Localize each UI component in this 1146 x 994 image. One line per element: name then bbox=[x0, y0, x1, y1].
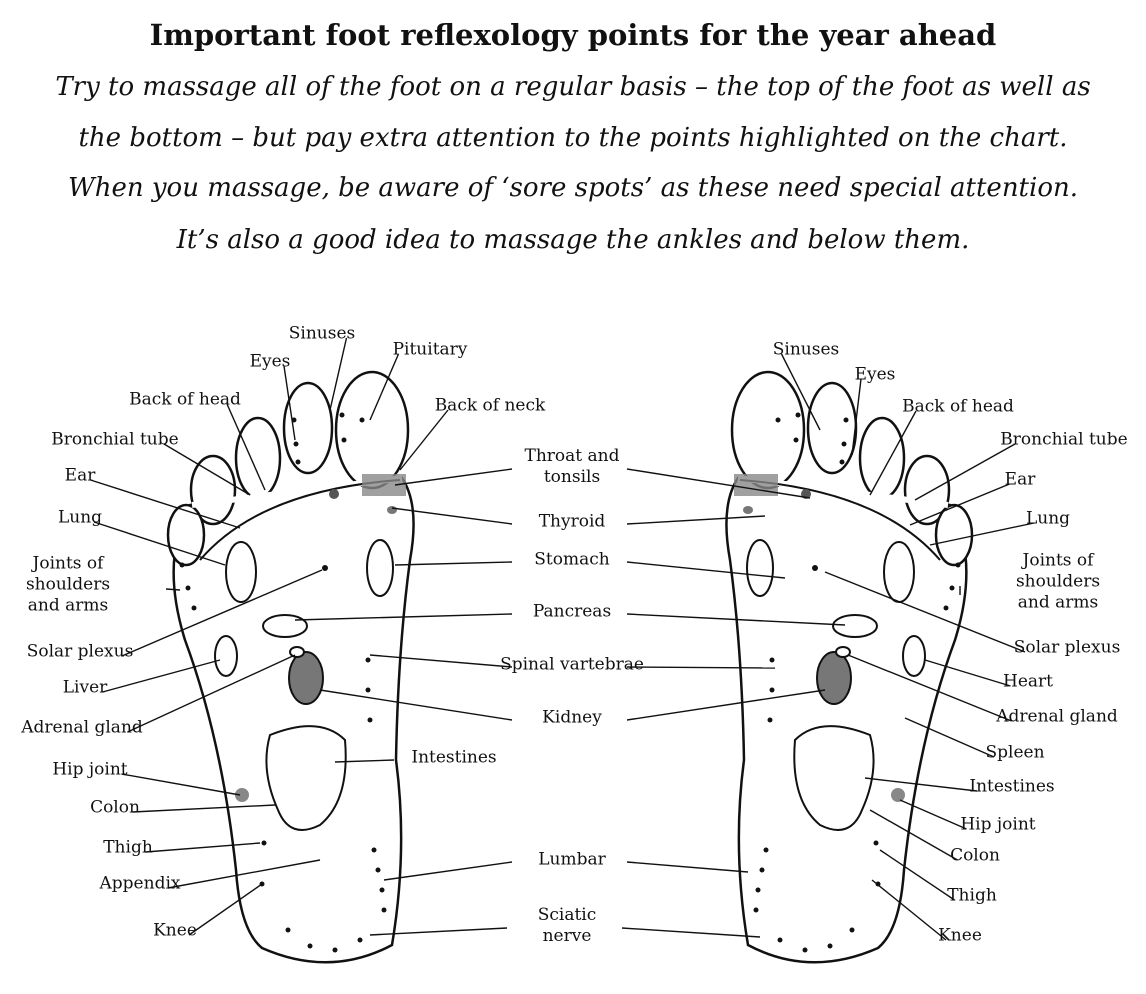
leader-line bbox=[391, 507, 513, 525]
leader-line bbox=[163, 443, 251, 496]
leader-line bbox=[102, 659, 221, 693]
leader-line bbox=[626, 515, 766, 525]
leader-line bbox=[369, 353, 400, 421]
intro-line: It’s also a good idea to massage the ank… bbox=[176, 225, 970, 255]
right-label-solar-plexus: Solar plexus bbox=[1013, 637, 1121, 658]
leader-line bbox=[399, 409, 449, 471]
left-label-colon: Colon bbox=[90, 797, 140, 818]
leader-line bbox=[864, 777, 978, 792]
right-label-adrenal-gland: Adrenal gland bbox=[996, 706, 1118, 727]
leader-line bbox=[929, 522, 1035, 546]
leader-line bbox=[780, 353, 821, 431]
leader-line bbox=[93, 521, 226, 566]
center-label-spinal-vartebrae: Spinal vartebrae bbox=[500, 654, 644, 675]
right-label-hip-joint: Hip joint bbox=[960, 814, 1036, 835]
left-label-bronchial-tube: Bronchial tube bbox=[51, 429, 179, 450]
leader-line bbox=[394, 468, 513, 486]
leader-line bbox=[226, 403, 266, 491]
leader-line bbox=[626, 613, 846, 626]
leader-line bbox=[871, 879, 947, 941]
left-label-back-of-head: Back of head bbox=[129, 389, 241, 410]
intro-line: Try to massage all of the foot on a regu… bbox=[55, 72, 1091, 102]
leader-line bbox=[369, 927, 508, 936]
left-label-sinuses: Sinuses bbox=[288, 323, 356, 344]
page-title: Important foot reflexology points for th… bbox=[149, 18, 997, 52]
right-label-intestines: Intestines bbox=[969, 776, 1055, 797]
left-foot bbox=[168, 372, 414, 962]
leader-line bbox=[626, 689, 826, 721]
center-label-intestines: Intestines bbox=[411, 747, 497, 768]
center-label-kidney: Kidney bbox=[542, 707, 602, 728]
left-label-eyes: Eyes bbox=[249, 351, 291, 372]
leader-line bbox=[127, 654, 296, 733]
leader-line bbox=[824, 571, 1026, 653]
leader-line bbox=[909, 483, 1010, 526]
leader-line bbox=[626, 561, 786, 579]
leader-line bbox=[329, 337, 348, 411]
leader-line bbox=[904, 717, 995, 758]
left-label-liver: Liver bbox=[62, 677, 108, 698]
left-label-back-of-neck: Back of neck bbox=[434, 395, 546, 416]
leader-line bbox=[621, 927, 761, 938]
center-label-pancreas: Pancreas bbox=[532, 601, 612, 622]
leader-line bbox=[924, 659, 1011, 687]
right-foot bbox=[726, 372, 972, 962]
right-label-knee: Knee bbox=[938, 925, 982, 946]
leader-line bbox=[879, 849, 955, 901]
right-label-eyes: Eyes bbox=[854, 364, 896, 385]
right-label-heart: Heart bbox=[1003, 671, 1053, 692]
leader-line bbox=[132, 804, 276, 813]
center-label-thyroid: Thyroid bbox=[538, 511, 606, 532]
leader-line bbox=[626, 468, 811, 499]
right-label-spleen: Spleen bbox=[985, 742, 1045, 763]
right-label-lung: Lung bbox=[1025, 508, 1071, 529]
leader-line bbox=[167, 859, 321, 889]
center-label-lumbar: Lumbar bbox=[538, 849, 606, 870]
left-label-ear: Ear bbox=[64, 465, 96, 486]
leader-line bbox=[626, 861, 749, 873]
left-label-solar-plexus: Solar plexus bbox=[26, 641, 134, 662]
leader-line bbox=[121, 773, 241, 796]
right-label-ear: Ear bbox=[1004, 469, 1036, 490]
leader-line bbox=[914, 443, 1016, 501]
left-label-pituitary: Pituitary bbox=[392, 339, 468, 360]
right-label-bronchial-tube: Bronchial tube bbox=[1000, 429, 1128, 450]
left-label-thigh: Thigh bbox=[103, 837, 153, 858]
leader-line bbox=[294, 613, 513, 621]
right-label-back-of-head: Back of head bbox=[902, 396, 1014, 417]
leader-line bbox=[121, 569, 323, 657]
center-label-stomach: Stomach bbox=[534, 549, 610, 570]
leader-line bbox=[319, 689, 513, 721]
left-label-appendix: Appendix bbox=[99, 873, 181, 894]
left-label-lung: Lung bbox=[57, 507, 103, 528]
leader-line bbox=[626, 666, 776, 669]
leader-line bbox=[165, 588, 181, 591]
intro-line: When you massage, be aware of ‘sore spot… bbox=[68, 173, 1078, 203]
leader-line bbox=[90, 479, 241, 529]
leader-line bbox=[145, 842, 261, 853]
leader-line bbox=[869, 809, 958, 861]
intro-line: the bottom – but pay extra attention to … bbox=[78, 123, 1068, 153]
leader-line bbox=[369, 654, 513, 668]
leader-line bbox=[899, 799, 967, 830]
leader-line bbox=[283, 365, 296, 441]
leader-line bbox=[334, 759, 395, 763]
leader-line bbox=[188, 883, 263, 936]
right-label-sinuses: Sinuses bbox=[772, 339, 840, 360]
leader-line bbox=[869, 410, 917, 496]
left-label-hip-joint: Hip joint bbox=[52, 759, 128, 780]
right-label-thigh: Thigh bbox=[947, 885, 997, 906]
leader-line bbox=[851, 378, 862, 456]
left-label-adrenal-gland: Adrenal gland bbox=[21, 717, 143, 738]
leader-line bbox=[394, 561, 513, 566]
right-label-colon: Colon bbox=[950, 845, 1000, 866]
leader-line bbox=[383, 861, 513, 881]
leader-line bbox=[847, 654, 1012, 722]
left-label-knee: Knee bbox=[153, 920, 197, 941]
